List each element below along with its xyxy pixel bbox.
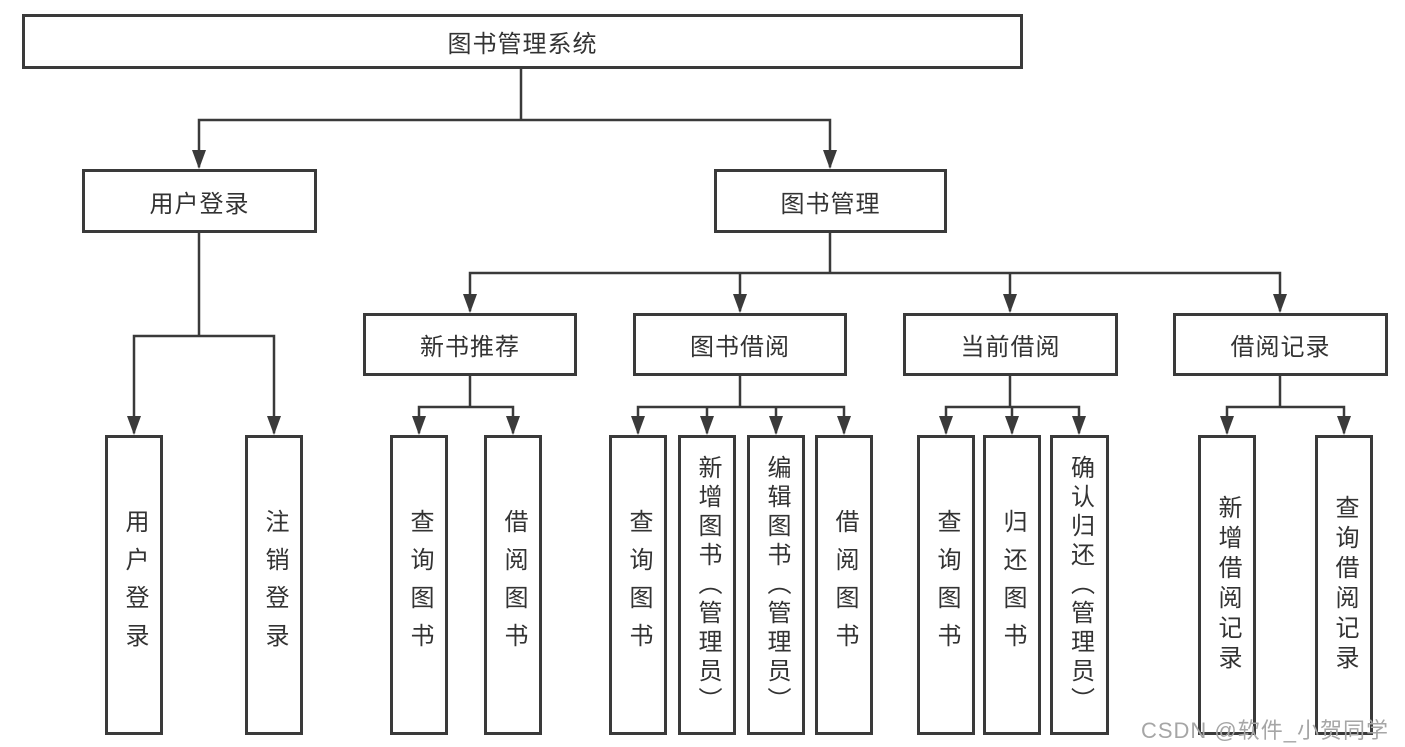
leaf-edit-books-admin-label: 编辑图书（管理员） (763, 454, 790, 716)
leaf-query-books-2: 查询图书 (609, 435, 667, 735)
leaf-query-borrow-record: 查询借阅记录 (1315, 435, 1373, 735)
leaf-confirm-return-admin-label: 确认归还（管理员） (1066, 454, 1094, 716)
leaf-return-books-label: 归还图书 (999, 509, 1026, 661)
leaf-add-books-admin: 新增图书（管理员） (678, 435, 736, 735)
node-current-borrowing: 当前借阅 (903, 313, 1118, 376)
leaf-user-login: 用户登录 (105, 435, 163, 735)
leaf-query-books-3: 查询图书 (917, 435, 975, 735)
leaf-query-books-3-label: 查询图书 (933, 509, 960, 661)
leaf-user-login-label: 用户登录 (121, 509, 148, 661)
leaf-add-books-admin-label: 新增图书（管理员） (694, 454, 721, 716)
leaf-logout: 注销登录 (245, 435, 303, 735)
leaf-return-books: 归还图书 (983, 435, 1041, 735)
leaf-borrow-books-1-label: 借阅图书 (500, 509, 527, 661)
leaf-query-books-1-label: 查询图书 (406, 509, 433, 661)
leaf-edit-books-admin: 编辑图书（管理员） (747, 435, 805, 735)
node-user-login: 用户登录 (82, 169, 317, 233)
csdn-watermark: CSDN @软件_小贺同学 (1140, 718, 1389, 743)
leaf-borrow-books-1: 借阅图书 (484, 435, 542, 735)
leaf-add-borrow-record-label: 新增借阅记录 (1214, 495, 1241, 675)
leaf-confirm-return-admin: 确认归还（管理员） (1050, 435, 1109, 735)
node-book-management-system: 图书管理系统 (22, 14, 1023, 69)
leaf-logout-label: 注销登录 (261, 509, 288, 661)
node-borrowing-records: 借阅记录 (1173, 313, 1388, 376)
leaf-query-books-1: 查询图书 (390, 435, 448, 735)
leaf-query-borrow-record-label: 查询借阅记录 (1331, 495, 1358, 675)
leaf-borrow-books-2: 借阅图书 (815, 435, 873, 735)
node-book-borrowing: 图书借阅 (633, 313, 847, 376)
node-new-book-recommendation: 新书推荐 (363, 313, 577, 376)
leaf-query-books-2-label: 查询图书 (625, 509, 652, 661)
leaf-add-borrow-record: 新增借阅记录 (1198, 435, 1256, 735)
node-book-management: 图书管理 (714, 169, 947, 233)
leaf-borrow-books-2-label: 借阅图书 (831, 509, 858, 661)
